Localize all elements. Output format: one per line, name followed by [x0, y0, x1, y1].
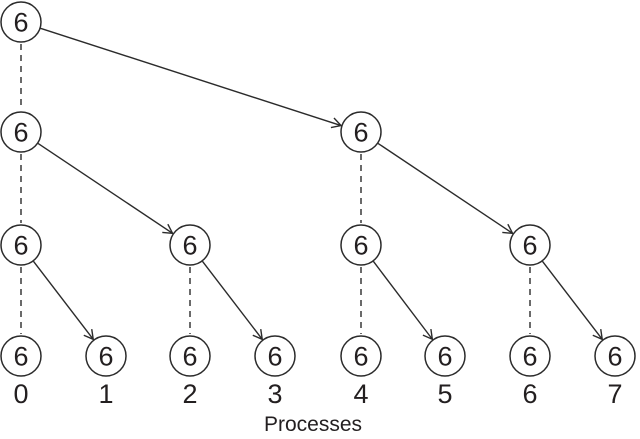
process-index-label: 3: [267, 379, 282, 409]
node-circle: [169, 224, 211, 266]
node-circle: [340, 111, 382, 153]
edges-layer: [20, 27, 604, 341]
process-index-label: 7: [607, 379, 622, 409]
process-node: 6: [254, 335, 296, 377]
node-value-label: 6: [13, 117, 28, 147]
node-value-label: 6: [353, 341, 368, 371]
process-node: 6: [509, 335, 551, 377]
node-value-label: 6: [353, 230, 368, 260]
node-circle: [340, 224, 382, 266]
node-circle: [85, 335, 127, 377]
process-node: 6: [594, 335, 636, 377]
process-node: 6: [509, 224, 551, 266]
process-node: 6: [340, 335, 382, 377]
process-node: 6: [424, 335, 466, 377]
processes-caption: Processes: [264, 413, 362, 436]
node-value-label: 6: [522, 341, 537, 371]
broadcast-arrow: [372, 260, 434, 341]
node-circle: [169, 335, 211, 377]
process-node: 6: [0, 1, 42, 43]
process-index-label: 1: [98, 379, 113, 409]
node-circle: [0, 111, 42, 153]
process-node: 6: [0, 335, 42, 377]
process-index-label: 5: [437, 379, 452, 409]
process-node: 6: [340, 224, 382, 266]
node-value-label: 6: [607, 341, 622, 371]
broadcast-arrow: [377, 142, 514, 235]
process-index-label: 6: [522, 379, 537, 409]
node-circle: [509, 335, 551, 377]
process-node: 6: [169, 335, 211, 377]
node-value-label: 6: [267, 341, 282, 371]
process-node: 6: [0, 224, 42, 266]
node-circle: [0, 224, 42, 266]
broadcast-arrow: [40, 27, 343, 129]
broadcast-arrow: [541, 260, 604, 341]
node-value-label: 6: [13, 230, 28, 260]
broadcast-arrow: [32, 260, 95, 341]
node-circle: [424, 335, 466, 377]
node-value-label: 6: [522, 230, 537, 260]
process-index-label: 4: [353, 379, 368, 409]
process-node: 6: [85, 335, 127, 377]
process-node: 6: [0, 111, 42, 153]
node-value-label: 6: [182, 230, 197, 260]
process-labels-layer: 0 1 2 3 4 5 6 7: [13, 379, 622, 409]
nodes-layer: 6 6 6 6 6 6 6 6 6 6 6 6 6 6 6: [0, 1, 636, 377]
process-index-label: 2: [182, 379, 197, 409]
process-index-label: 0: [13, 379, 28, 409]
node-value-label: 6: [353, 117, 368, 147]
process-node: 6: [340, 111, 382, 153]
node-circle: [0, 335, 42, 377]
node-value-label: 6: [13, 7, 28, 37]
node-value-label: 6: [98, 341, 113, 371]
node-circle: [509, 224, 551, 266]
node-value-label: 6: [182, 341, 197, 371]
process-node: 6: [169, 224, 211, 266]
node-circle: [254, 335, 296, 377]
broadcast-arrow: [37, 142, 174, 235]
node-circle: [594, 335, 636, 377]
broadcast-arrow: [201, 260, 264, 341]
node-circle: [340, 335, 382, 377]
node-value-label: 6: [437, 341, 452, 371]
node-value-label: 6: [13, 341, 28, 371]
node-circle: [0, 1, 42, 43]
